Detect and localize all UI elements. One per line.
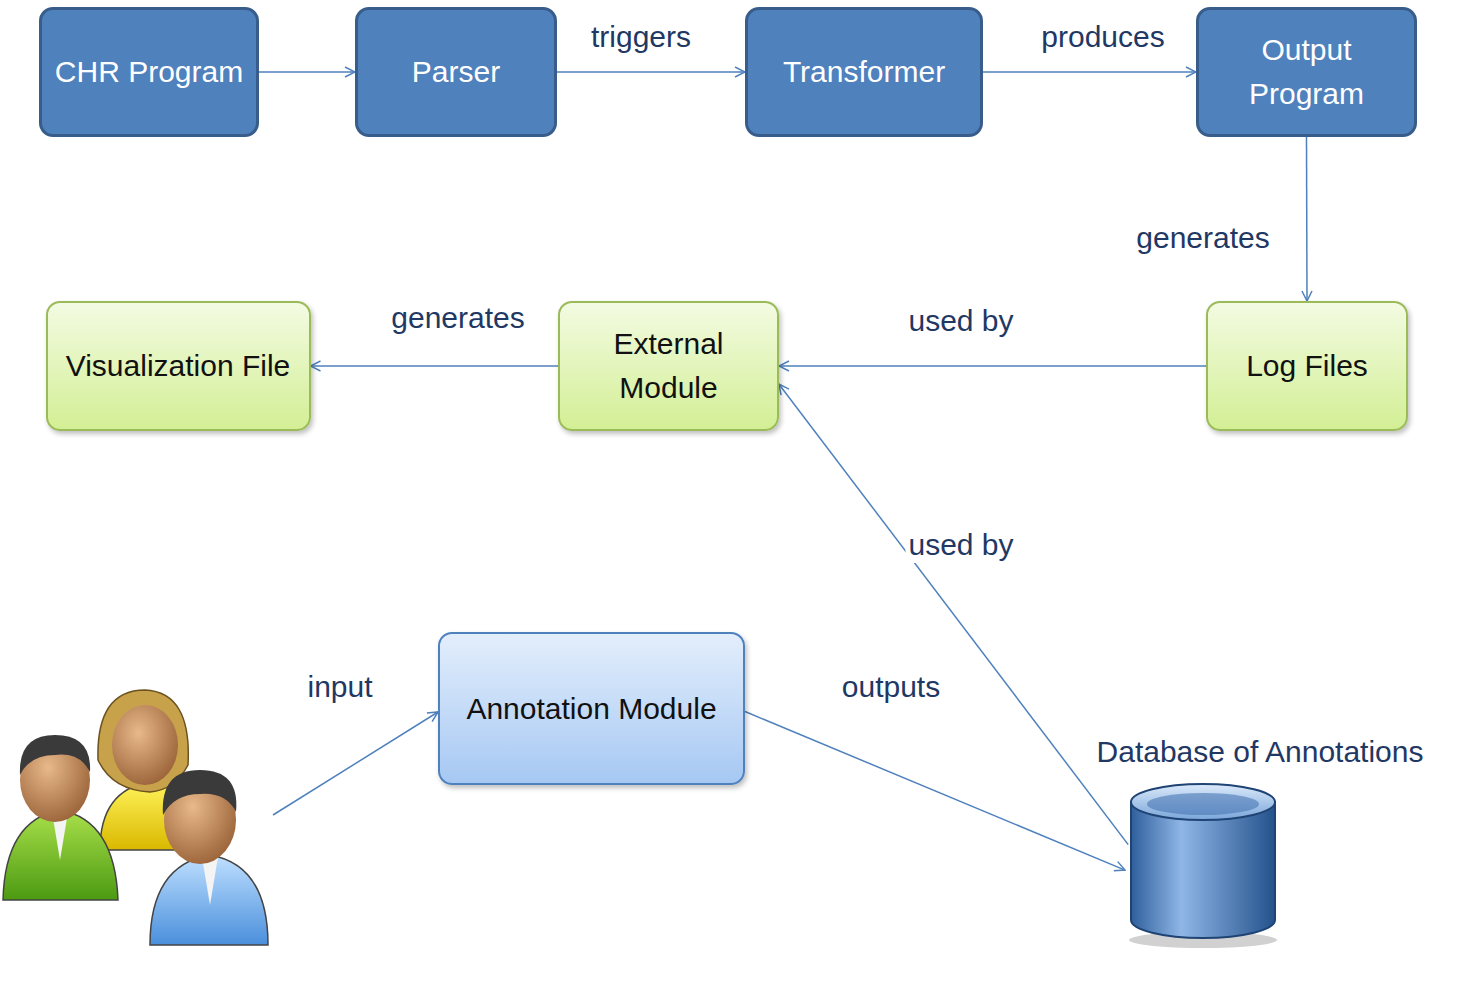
edge-label: produces (1038, 19, 1167, 55)
connector-arrow (779, 384, 1128, 844)
file-box: Visualization File (46, 301, 311, 431)
process-box: Parser (355, 7, 557, 137)
node-label: External Module (560, 322, 777, 410)
arrow-label: input (304, 669, 375, 705)
connector-arrow (983, 71, 1196, 73)
node-label: Log Files (1238, 344, 1376, 388)
database-cylinder: Database of Annotations (1125, 780, 1285, 950)
edge-label: generates (388, 300, 527, 336)
cylinder-shape (1125, 780, 1285, 950)
database-label: Database of Annotations (1097, 730, 1424, 774)
process-box: CHR Program (39, 7, 259, 137)
connector-arrow (779, 365, 1206, 367)
edge-label: used by (905, 527, 1016, 563)
file-box: Log Files (1206, 301, 1408, 431)
connector-arrow (1306, 137, 1308, 301)
edge-label: outputs (839, 669, 943, 705)
connector-arrow (745, 712, 1125, 871)
connector-arrow (557, 71, 745, 73)
node-label: Transformer (775, 50, 953, 94)
node-label: Visualization File (58, 344, 299, 388)
node-label: Annotation Module (458, 687, 724, 731)
connector-arrow (311, 365, 559, 367)
module-box: External Module (558, 301, 779, 431)
module-box: Annotation Module (438, 632, 745, 785)
connector-arrow (259, 71, 355, 73)
process-box: Transformer (745, 7, 983, 137)
node-label: Parser (404, 50, 508, 94)
edge-label: generates (1133, 220, 1272, 256)
node-label: Output Program (1199, 28, 1414, 116)
edge-label: triggers (588, 19, 694, 55)
node-label: CHR Program (47, 50, 251, 94)
edge-label: used by (905, 303, 1016, 339)
process-box: Output Program (1196, 7, 1417, 137)
